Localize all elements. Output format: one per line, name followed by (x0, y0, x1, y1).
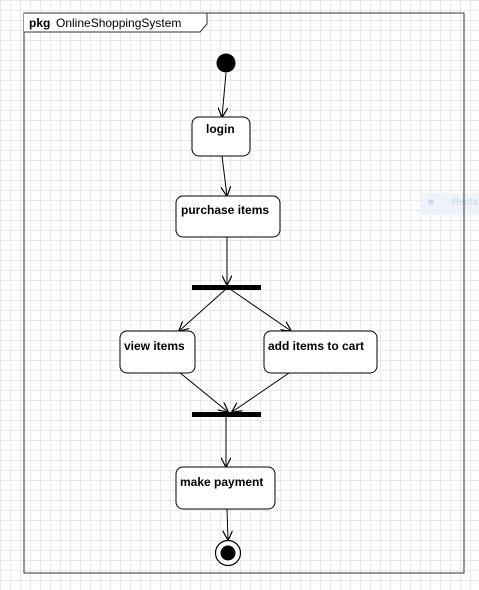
frame-tab (24, 12, 208, 33)
activity-login-label: login (206, 122, 235, 136)
initial-node[interactable] (216, 53, 236, 73)
activity-view-items[interactable]: view items (119, 330, 196, 374)
frame-title: OnlineShoppingSystem (56, 16, 181, 30)
activity-purchase-items-label: purchase items (181, 203, 269, 217)
hint-label: Recta (452, 197, 479, 208)
final-node[interactable] (214, 539, 242, 567)
activity-add-items-to-cart-label: add items to cart (268, 339, 364, 353)
flow-payment-to-end[interactable] (227, 508, 228, 540)
flow-view-to-join[interactable] (178, 371, 228, 412)
activity-make-payment-label: make payment (180, 475, 263, 489)
activity-login[interactable]: login (191, 116, 251, 157)
control-flows (178, 72, 291, 540)
package-frame[interactable]: pkg OnlineShoppingSystem (23, 12, 465, 574)
activity-add-items-to-cart[interactable]: add items to cart (263, 330, 378, 374)
frame-keyword: pkg (29, 16, 50, 30)
flow-fork-to-view[interactable] (179, 288, 227, 331)
flow-fork-to-cart[interactable] (229, 288, 291, 331)
fork-bar[interactable] (192, 285, 261, 290)
activity-view-items-label: view items (124, 339, 185, 353)
hint-icon: ■ (428, 197, 435, 208)
activity-make-payment[interactable]: make payment (175, 466, 276, 510)
flow-start-to-login[interactable] (222, 72, 226, 117)
flow-cart-to-join[interactable] (232, 372, 290, 412)
join-bar[interactable] (192, 412, 261, 417)
flow-login-to-purchase[interactable] (222, 155, 227, 196)
activity-purchase-items[interactable]: purchase items (175, 195, 281, 238)
